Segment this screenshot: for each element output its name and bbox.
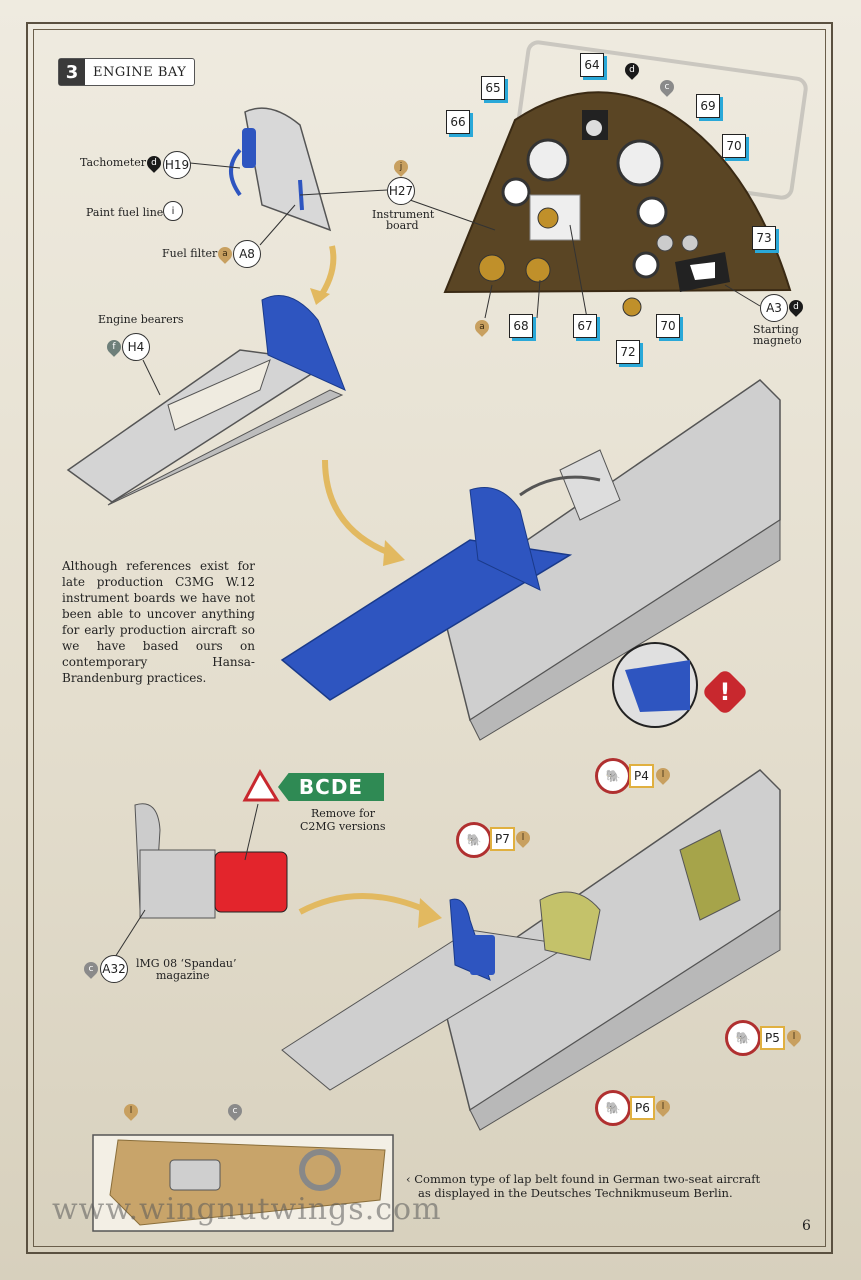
part-p6: P6 [630,1096,655,1120]
step-number: 3 [59,59,85,85]
decal-64: 64 [580,53,604,77]
instrument-board [443,91,792,317]
part-a3: A3 [760,294,788,322]
paint-drop-l-3: l [784,1027,804,1047]
decal-68: 68 [509,314,533,338]
step-header: 3 ENGINE BAY [58,58,196,86]
tachometer-label: Tachometer [80,156,147,169]
remove-for-label-2: C2MG versions [300,820,386,833]
instrument-board-label-1: Instrument [372,208,435,221]
paint-drop-c: c [657,77,677,97]
paint-drop-c-2: c [81,959,101,979]
decal-72: 72 [616,340,640,364]
part-h19: H19 [163,151,191,179]
paint-drop-l-5: l [121,1101,141,1121]
starting-magneto-label-2: magneto [753,334,802,347]
paint-drop-d-2: d [622,60,642,80]
paint-drop-a-2: a [472,317,492,337]
instrument-board-label-2: board [386,219,419,232]
remove-for-label-1: Remove for [311,807,376,820]
paint-drop-c-3: c [225,1101,245,1121]
lap-belt-caption: ‹ Common type of lap belt found in Germa… [406,1172,826,1200]
leader-lines [109,162,761,966]
paint-i-badge: i [163,201,183,221]
elephant-icon: 🐘 [595,758,631,794]
elephant-icon: 🐘 [456,822,492,858]
site-watermark: www.wingnutwings.com [52,1192,442,1227]
small-instrument-panel [229,107,332,232]
decal-66: 66 [446,110,470,134]
part-h27: H27 [387,177,415,205]
decal-70-top: 70 [722,134,746,158]
caption-line-2: as displayed in the Deutsches Technikmus… [418,1186,733,1200]
fuel-filter-label: Fuel filter [162,247,218,260]
magazine-label-2: magazine [156,969,210,982]
decal-73: 73 [752,226,776,250]
decal-70-bottom: 70 [656,314,680,338]
paint-drop-l: l [653,765,673,785]
decal-69: 69 [696,94,720,118]
engine-bearers-label: Engine bearers [98,313,184,326]
lap-belt-photo [92,1134,394,1232]
page-number: 6 [802,1218,811,1234]
elephant-icon: 🐘 [595,1090,631,1126]
magazine-part [134,768,288,919]
paint-drop-f: f [104,337,124,357]
decal-67: 67 [573,314,597,338]
starting-magneto-label-1: Starting [753,323,799,336]
part-a8: A8 [233,240,261,268]
part-p4: P4 [629,764,654,788]
magazine-label-1: lMG 08 ‘Spandau’ [136,957,237,970]
decal-65: 65 [481,76,505,100]
part-a32: A32 [100,955,128,983]
paint-drop-a: a [215,244,235,264]
page-border-inner [33,29,826,1247]
engine-bearers-part [66,295,346,506]
version-tag: BCDE [278,773,384,801]
page-border [26,22,833,1254]
part-h4: H4 [122,333,150,361]
caption-line-1: ‹ Common type of lap belt found in Germa… [406,1172,761,1186]
paint-drop-d: d [144,153,164,173]
part-p5: P5 [760,1026,785,1050]
part-p7: P7 [490,827,515,851]
paint-fuel-lines-label: Paint fuel lines [86,206,169,219]
step-title: ENGINE BAY [93,64,187,80]
fuselage-assembly-1 [280,379,781,741]
notes-paragraph: Although references exist for late produ… [62,559,255,685]
paint-drop-l-4: l [653,1097,673,1117]
elephant-icon: 🐘 [725,1020,761,1056]
paint-drop-j: j [391,157,411,177]
paint-drop-l-2: l [513,828,533,848]
warning-icon: ! [700,667,750,717]
paint-drop-d-3: d [786,297,806,317]
fuselage-assembly-2 [281,769,781,1131]
